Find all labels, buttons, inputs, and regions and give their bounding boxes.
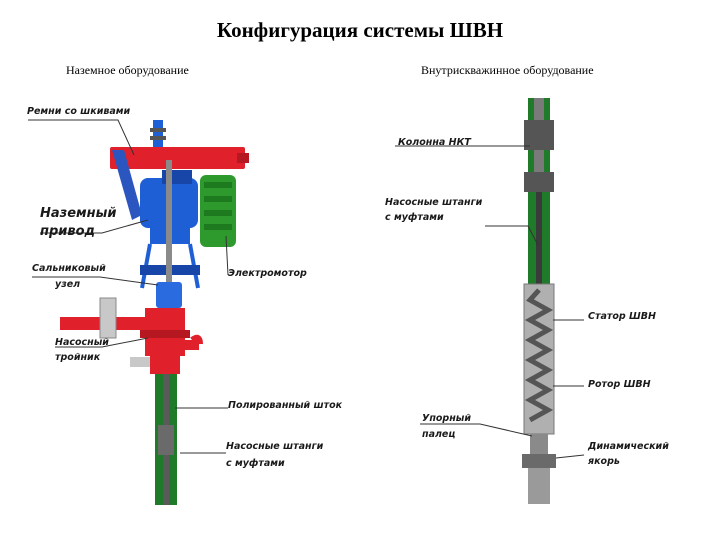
stop-pin <box>530 434 548 454</box>
label-belts: Ремни со шкивами <box>27 106 131 117</box>
label-rods-right-line2: с муфтами <box>385 212 444 223</box>
surface-section-title: Наземное оборудование <box>66 63 189 77</box>
label-anchor-line1: Динамический <box>588 441 669 452</box>
label-rotor: Ротор ШВН <box>588 379 651 390</box>
gate-valve <box>99 297 117 339</box>
label-drive-line2: привод <box>40 224 96 239</box>
surface-equipment <box>60 120 249 505</box>
top-bolt <box>153 120 163 148</box>
downhole-equipment <box>522 98 556 504</box>
label-stop-line2: палец <box>422 429 456 440</box>
dynamic-anchor <box>522 454 556 468</box>
label-stuffing-line2: узел <box>55 279 81 290</box>
sucker-rods <box>536 192 542 284</box>
label-tee-line1: Насосный <box>55 337 109 348</box>
pvn-rotor <box>524 288 554 423</box>
stuffing-box <box>156 282 182 308</box>
downhole-section-title: Внутрискважинное оборудование <box>421 63 594 77</box>
surface-callouts <box>28 119 229 454</box>
downhole-callouts <box>395 145 585 459</box>
label-rods-right-line1: Насосные штанги <box>385 197 483 208</box>
label-anchor-line2: якорь <box>588 456 620 467</box>
tubing-coupling <box>524 120 554 150</box>
label-motor: Электромотор <box>228 268 307 279</box>
label-rods-left-line1: Насосные штанги <box>226 441 324 452</box>
label-tubing: Колонна НКТ <box>398 137 471 148</box>
label-polished-rod: Полированный шток <box>228 400 343 411</box>
label-tee-line2: тройник <box>55 352 101 363</box>
label-stuffing-line1: Сальниковый <box>32 263 106 274</box>
label-stator: Статор ШВН <box>588 311 656 322</box>
support-arm <box>112 150 142 220</box>
label-rods-left-line2: с муфтами <box>226 458 285 469</box>
label-drive-line1: Наземный <box>40 206 117 221</box>
rod-coupling <box>158 425 174 455</box>
label-stop-line1: Упорный <box>422 413 472 424</box>
diagram-title: Конфигурация системы ШВН <box>216 18 504 42</box>
belt-housing <box>110 147 245 169</box>
